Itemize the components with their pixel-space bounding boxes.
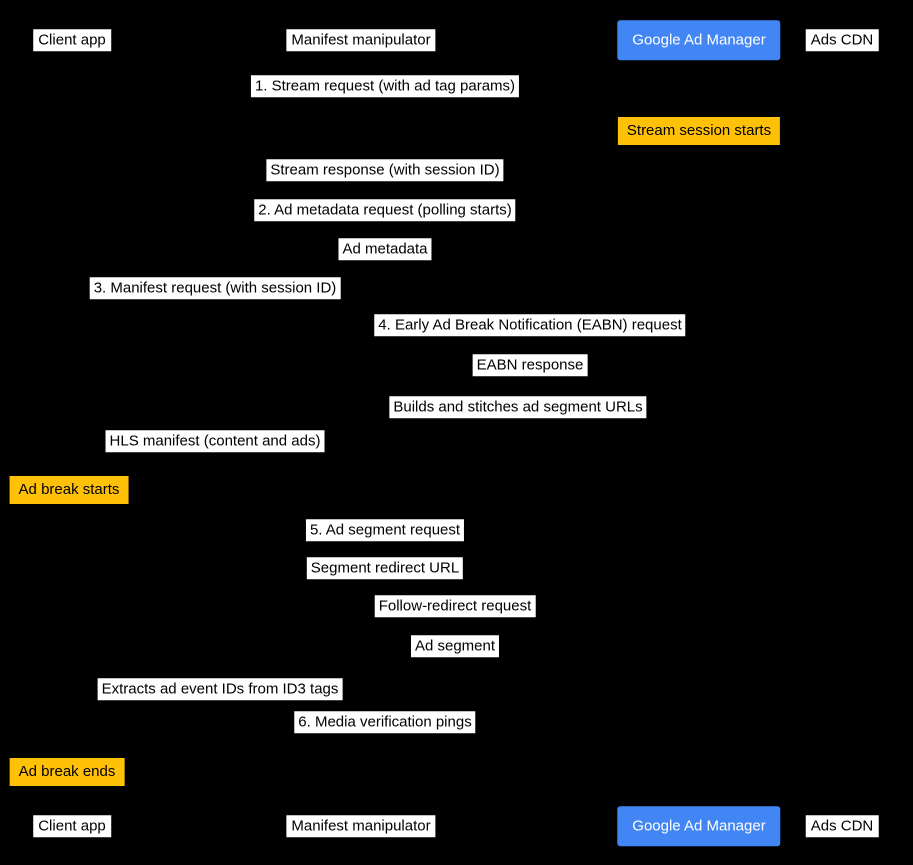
message-6-media-verification-pings: 6. Media verification pings: [294, 711, 476, 733]
participant-google-ad-manager-bottom: Google Ad Manager: [617, 806, 781, 846]
message-segment-redirect-url: Segment redirect URL: [306, 557, 464, 579]
message-3-manifest-request: 3. Manifest request (with session ID): [89, 277, 341, 299]
participant-client-app-top: Client app: [33, 29, 111, 51]
message-hls-manifest: HLS manifest (content and ads): [105, 430, 325, 452]
participant-manifest-manipulator-top: Manifest manipulator: [286, 29, 436, 51]
note-ad-break-ends: Ad break ends: [9, 758, 125, 786]
participant-ads-cdn-top: Ads CDN: [805, 29, 879, 51]
message-1-stream-request: 1. Stream request (with ad tag params): [250, 75, 520, 97]
message-4-eabn-request: 4. Early Ad Break Notification (EABN) re…: [374, 314, 686, 336]
message-stream-response: Stream response (with session ID): [266, 159, 504, 181]
message-eabn-response: EABN response: [472, 354, 588, 376]
message-ad-metadata: Ad metadata: [338, 238, 432, 260]
action-extracts-ad-event-ids: Extracts ad event IDs from ID3 tags: [97, 678, 343, 700]
note-ad-break-starts: Ad break starts: [9, 476, 129, 504]
participant-manifest-manipulator-bottom: Manifest manipulator: [286, 815, 436, 837]
participant-ads-cdn-bottom: Ads CDN: [805, 815, 879, 837]
message-2-ad-metadata-request: 2. Ad metadata request (polling starts): [254, 199, 516, 221]
note-stream-session-starts: Stream session starts: [617, 117, 781, 145]
message-5-ad-segment-request: 5. Ad segment request: [305, 519, 465, 541]
message-follow-redirect-request: Follow-redirect request: [374, 595, 536, 617]
participant-client-app-bottom: Client app: [33, 815, 111, 837]
action-builds-and-stitches-ad-segment-urls: Builds and stitches ad segment URLs: [389, 396, 647, 418]
participant-google-ad-manager-top: Google Ad Manager: [617, 20, 781, 60]
message-ad-segment: Ad segment: [410, 635, 500, 657]
